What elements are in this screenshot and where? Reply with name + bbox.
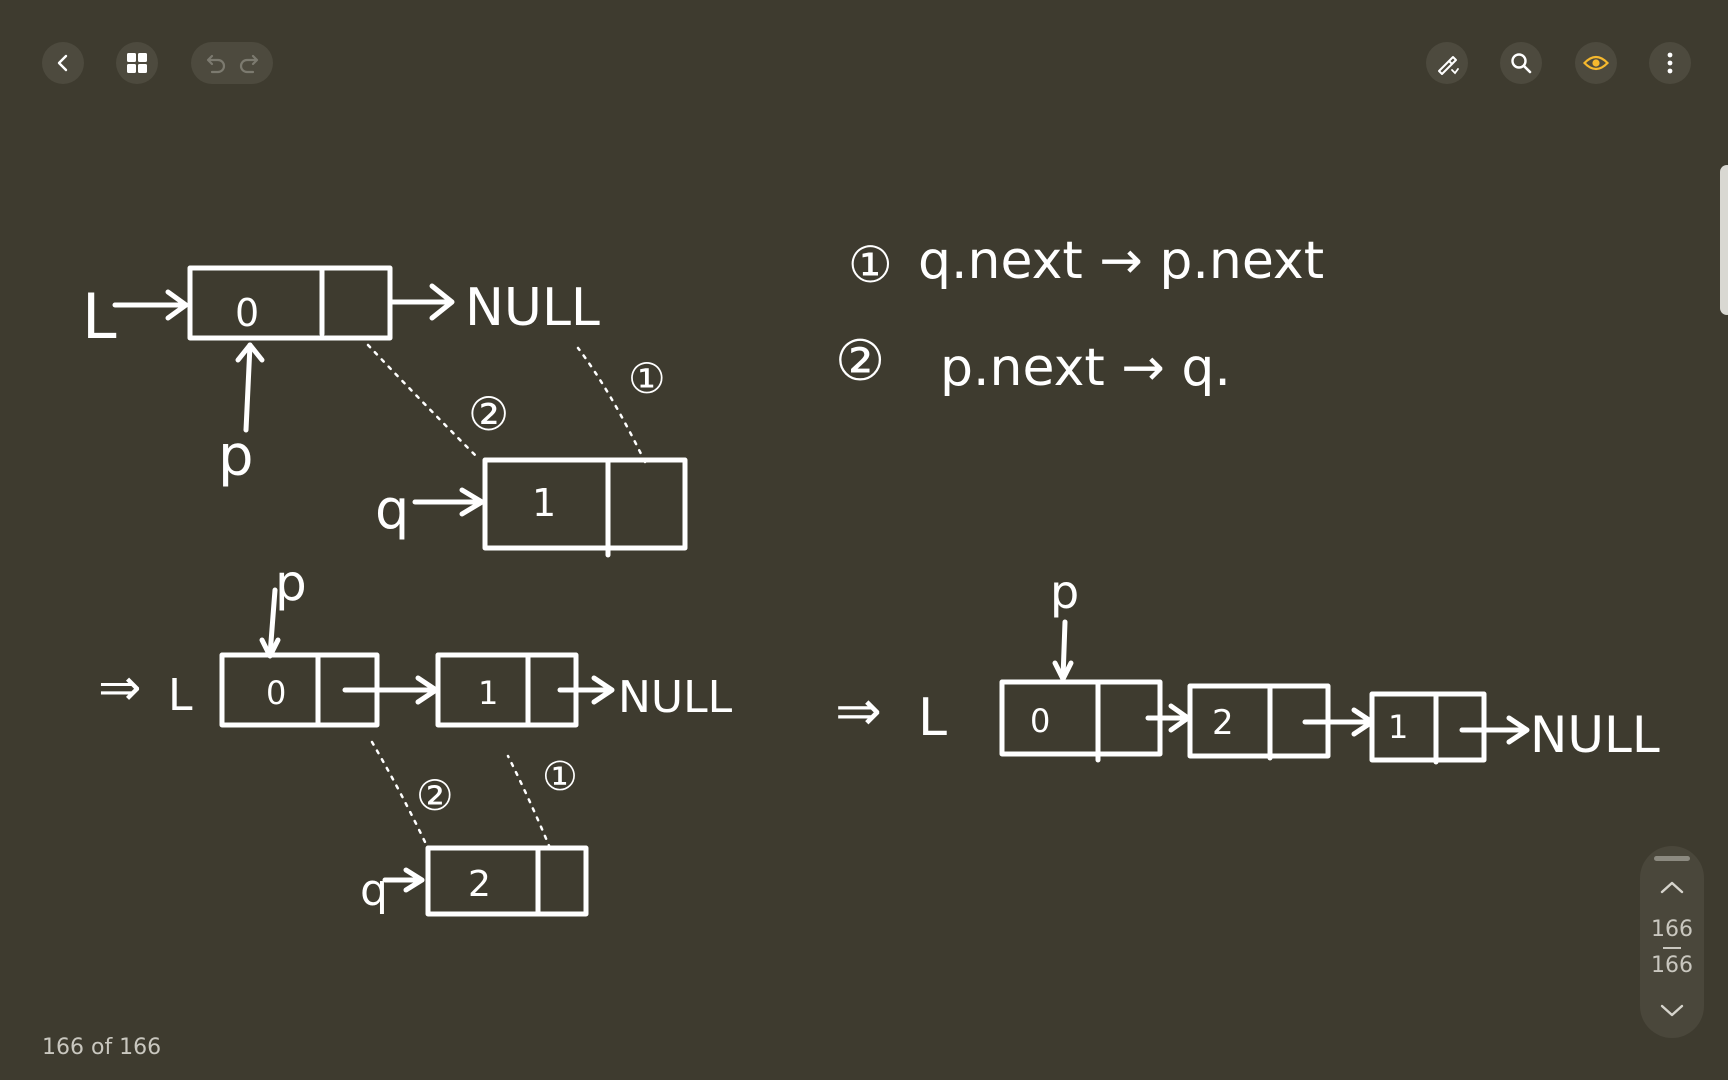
current-page: 166 xyxy=(1651,917,1693,942)
page-separator xyxy=(1663,947,1681,949)
mid-node-a-value: 0 xyxy=(266,674,286,712)
view-mode-button[interactable] xyxy=(1575,42,1617,84)
top-head-label: L xyxy=(82,280,117,353)
top-p-label: p xyxy=(218,424,254,489)
step2-marker: ② xyxy=(835,329,885,394)
search-button[interactable] xyxy=(1500,42,1542,84)
top-step1-marker: ① xyxy=(628,354,666,403)
step1-marker: ① xyxy=(848,236,893,294)
mid-node-b-value: 1 xyxy=(478,674,498,712)
grid-button[interactable] xyxy=(116,42,158,84)
top-step2-marker: ② xyxy=(468,387,509,441)
mid-node-c-value: 2 xyxy=(468,864,491,905)
top-null-label: NULL xyxy=(465,278,600,338)
undo-redo-group xyxy=(191,42,273,84)
step2-text: p.next → q. xyxy=(940,338,1231,398)
result-head-label: L xyxy=(918,688,947,748)
eye-icon xyxy=(1583,55,1609,71)
result-null-label: NULL xyxy=(1530,706,1660,764)
chevron-down-icon[interactable] xyxy=(1659,1003,1685,1019)
mid-p-label: p xyxy=(275,554,307,612)
mid-step2-marker: ② xyxy=(416,771,454,820)
result-arrow: ⇒ xyxy=(835,679,882,744)
side-panel-handle[interactable] xyxy=(1720,165,1728,315)
result-node-c-value: 1 xyxy=(1388,708,1408,746)
redo-icon[interactable] xyxy=(238,52,262,74)
result-node-b-value: 2 xyxy=(1212,703,1234,743)
more-button[interactable] xyxy=(1649,42,1691,84)
page-navigator: 166 166 xyxy=(1640,846,1704,1038)
mid-step1-marker: ① xyxy=(542,754,578,800)
mid-head-label: L xyxy=(168,670,193,721)
chevron-left-icon xyxy=(57,54,68,72)
pen-icon xyxy=(1438,56,1459,75)
total-pages: 166 xyxy=(1651,953,1693,978)
mid-null-label: NULL xyxy=(618,672,733,723)
top-node-a-value: 0 xyxy=(235,291,259,335)
top-q-label: q xyxy=(375,478,409,541)
dotted-arrow xyxy=(506,754,552,850)
more-vertical-icon xyxy=(1667,52,1673,74)
grid-icon xyxy=(127,53,147,73)
chevron-up-icon[interactable] xyxy=(1659,879,1685,895)
dotted-arrow xyxy=(370,740,427,844)
back-button[interactable] xyxy=(42,42,84,84)
handwriting-strokes xyxy=(112,265,1530,917)
result-node-a-value: 0 xyxy=(1030,702,1050,740)
step1-text: q.next → p.next xyxy=(918,231,1324,291)
search-icon xyxy=(1511,53,1532,74)
top-node-b-value: 1 xyxy=(532,481,556,525)
result-p-label: p xyxy=(1050,565,1079,619)
mid-q-label: q xyxy=(360,865,388,916)
pen-button[interactable] xyxy=(1426,42,1468,84)
undo-icon[interactable] xyxy=(203,52,227,74)
dotted-arrow xyxy=(576,346,647,464)
dotted-arrow xyxy=(366,343,477,457)
mid-arrow: ⇒ xyxy=(98,658,142,718)
node-box xyxy=(187,265,393,341)
page-info: 166 of 166 xyxy=(42,1035,162,1060)
pager-grip[interactable] xyxy=(1654,856,1690,861)
